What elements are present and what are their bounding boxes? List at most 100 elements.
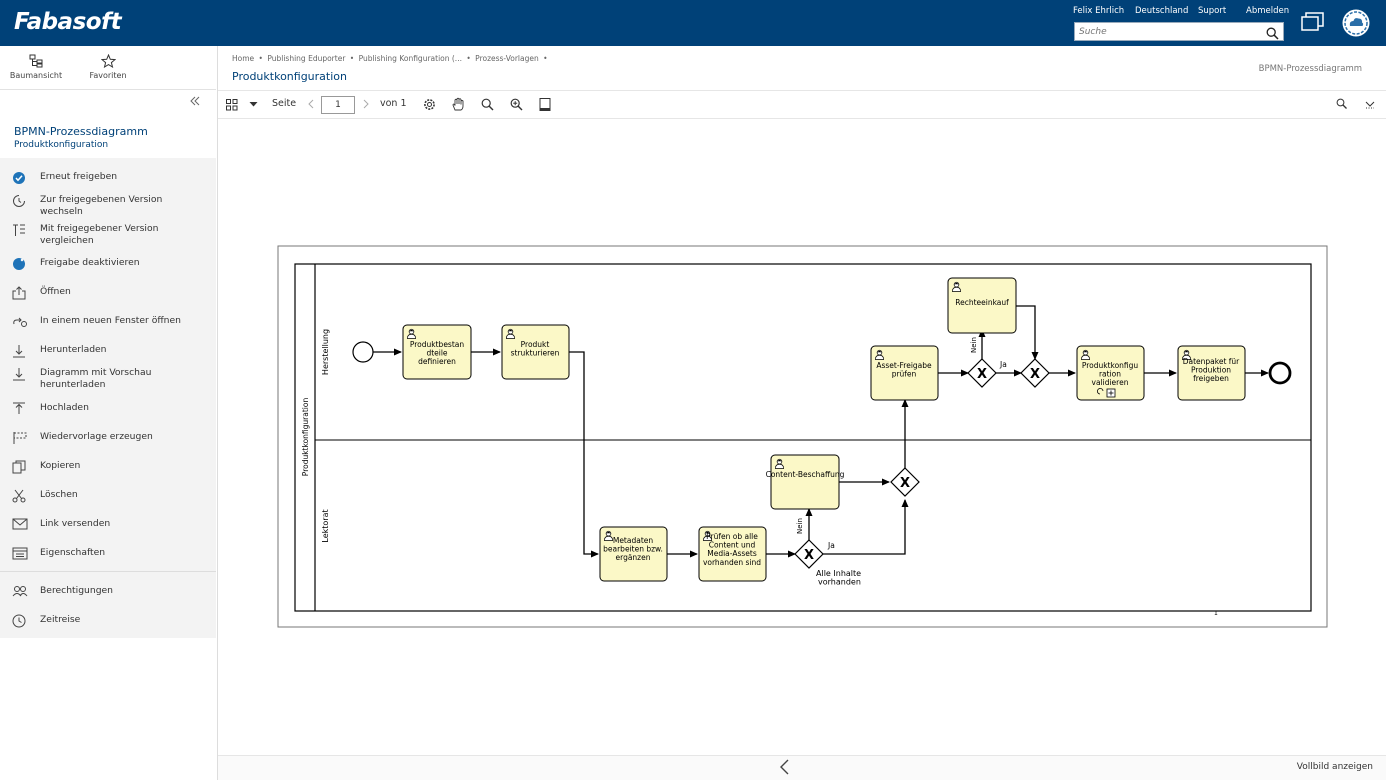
- zoom-in-icon[interactable]: [510, 98, 523, 114]
- tree-icon: [6, 54, 66, 68]
- permissions-icon: [12, 585, 30, 599]
- timetravel-icon: [12, 614, 30, 628]
- task-label: Content-Beschaffung: [766, 470, 845, 479]
- actions-panel: Erneut freigeben Zur freigegebenen Versi…: [0, 158, 216, 638]
- windows-icon[interactable]: [1301, 12, 1325, 36]
- favorites-button[interactable]: Favoriten: [78, 54, 138, 80]
- fullscreen-button[interactable]: Vollbild anzeigen: [1296, 762, 1373, 772]
- chevron-left-icon[interactable]: [778, 758, 790, 780]
- object-type-label: BPMN-Prozessdiagramm: [1258, 64, 1362, 74]
- upload-icon: [12, 402, 30, 416]
- star-icon: [78, 54, 138, 68]
- download-preview-icon: [12, 367, 30, 381]
- breadcrumb-process-templates[interactable]: Prozess-Vorlagen: [475, 54, 539, 63]
- flow-label-no-asset: Nein: [970, 337, 978, 353]
- breadcrumb: Home • Publishing Eduporter • Publishing…: [232, 54, 548, 63]
- task-content-beschaffung[interactable]: Content-Beschaffung: [766, 454, 845, 510]
- svg-text:X: X: [900, 476, 910, 491]
- more-options-icon[interactable]: [1364, 98, 1376, 112]
- sidebar: Baumansicht Favoriten BPMN-Prozessdiagra…: [0, 46, 216, 780]
- task-label: Rechteeinkauf: [955, 298, 1009, 307]
- gateway-merge-lektorat[interactable]: X: [890, 467, 920, 497]
- lane-label-herstellung: Herstellung: [321, 329, 330, 375]
- search-icon[interactable]: [1266, 25, 1279, 44]
- thumbnails-icon[interactable]: [226, 99, 238, 114]
- favorites-label: Favoriten: [89, 71, 127, 80]
- document-viewer[interactable]: Produktkonfiguration Herstellung Lektora…: [218, 119, 1386, 755]
- top-bar: Fabasoft Felix Ehrlich Deutschland Supor…: [0, 0, 1386, 46]
- version-switch-icon: [12, 194, 30, 208]
- gateway-content-check[interactable]: X: [794, 539, 824, 569]
- breadcrumb-publishing-config[interactable]: Publishing Konfiguration (...: [358, 54, 462, 63]
- mail-icon: [12, 518, 30, 532]
- deactivate-icon: [12, 257, 30, 271]
- search-box: [1074, 22, 1284, 41]
- fit-page-icon[interactable]: [539, 98, 551, 114]
- fabasoft-logo[interactable]: Fabasoft: [14, 9, 122, 35]
- tree-view-label: Baumansicht: [9, 71, 63, 80]
- previous-page-icon[interactable]: [308, 99, 314, 112]
- svg-text:X: X: [804, 548, 814, 563]
- object-subtitle: Produktkonfiguration: [14, 140, 109, 150]
- check-circle-icon: [12, 171, 30, 185]
- copy-icon: [12, 460, 30, 474]
- support-link[interactable]: Suport: [1198, 6, 1227, 16]
- settings-gear-icon[interactable]: [423, 98, 436, 114]
- properties-icon: [12, 547, 30, 561]
- pan-hand-icon[interactable]: [451, 97, 465, 114]
- svg-text:X: X: [977, 367, 987, 382]
- logout-link[interactable]: Abmelden: [1246, 6, 1290, 16]
- page-count-label: von 1: [380, 98, 407, 109]
- lane-label-lektorat: Lektorat: [321, 509, 330, 542]
- search-document-icon[interactable]: [1336, 98, 1347, 112]
- sidebar-toolbar: Baumansicht Favoriten: [0, 46, 216, 90]
- chevron-down-icon[interactable]: [249, 100, 258, 111]
- collapse-sidebar-icon[interactable]: [190, 96, 200, 109]
- next-page-icon[interactable]: [363, 99, 369, 112]
- search-input[interactable]: [1079, 25, 1259, 38]
- bpmn-diagram: Produktkonfiguration Herstellung Lektora…: [277, 245, 1328, 628]
- country-link[interactable]: Deutschland: [1135, 6, 1189, 16]
- pool-label: Produktkonfiguration: [301, 398, 310, 477]
- viewer-bottom-bar: Vollbild anzeigen: [218, 755, 1386, 780]
- tree-view-button[interactable]: Baumansicht: [6, 54, 66, 80]
- start-event[interactable]: [352, 341, 374, 363]
- zoom-out-icon[interactable]: [481, 98, 494, 114]
- page-number-input[interactable]: 1: [321, 96, 355, 114]
- page-label: Seite: [272, 98, 297, 109]
- page-number-mark: 1: [1214, 610, 1218, 617]
- compare-icon: [12, 223, 30, 237]
- flow-label-yes-content: Ja: [827, 541, 835, 550]
- svg-text:X: X: [1030, 367, 1040, 382]
- user-name-link[interactable]: Felix Ehrlich: [1073, 6, 1125, 16]
- main-content: Home • Publishing Eduporter • Publishing…: [217, 46, 1386, 780]
- breadcrumb-home[interactable]: Home: [232, 54, 255, 63]
- cloud-account-icon[interactable]: [1341, 8, 1371, 42]
- object-title: BPMN-Prozessdiagramm: [14, 125, 148, 138]
- gateway-asset-check[interactable]: X: [967, 358, 997, 388]
- page-title: Produktkonfiguration: [232, 70, 347, 83]
- task-rechteeinkauf[interactable]: Rechteeinkauf: [947, 277, 1017, 334]
- end-event[interactable]: [1268, 361, 1292, 385]
- followup-flag-icon: [12, 431, 30, 445]
- gateway-merge-herstellung[interactable]: X: [1020, 358, 1050, 388]
- flow-label-no-content: Nein: [796, 518, 804, 534]
- loop-subprocess-marker-icon: [1097, 388, 1116, 398]
- sequence-flows: [373, 305, 1269, 558]
- breadcrumb-publishing-eduporter[interactable]: Publishing Eduporter: [267, 54, 346, 63]
